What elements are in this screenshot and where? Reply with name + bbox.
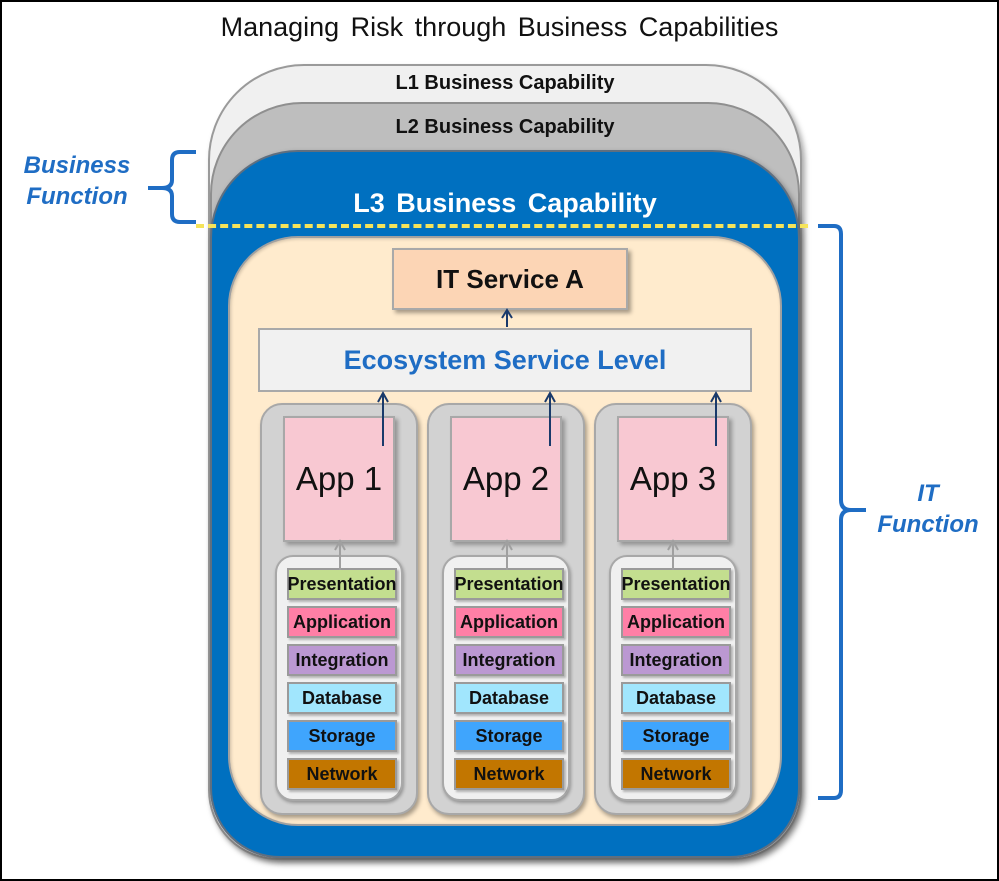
tier-application: Application [454, 606, 564, 638]
app-box: App 3 [617, 416, 729, 542]
app-column: App 2 Presentation Application Integrati… [427, 403, 585, 815]
diagram-title: Managing Risk through Business Capabilit… [220, 12, 779, 42]
tier-presentation: Presentation [454, 568, 564, 600]
tier-application: Application [287, 606, 397, 638]
tier-stack: Presentation Application Integration Dat… [609, 555, 737, 801]
l1-capability-label: L1 Business Capability [395, 72, 615, 94]
app-box: App 2 [450, 416, 562, 542]
tier-integration: Integration [454, 644, 564, 676]
tier-database: Database [454, 682, 564, 714]
tier-integration: Integration [621, 644, 731, 676]
tier-presentation: Presentation [287, 568, 397, 600]
tier-storage: Storage [454, 720, 564, 752]
tier-integration: Integration [287, 644, 397, 676]
business-it-divider [196, 224, 808, 228]
tier-application: Application [621, 606, 731, 638]
tier-network: Network [454, 758, 564, 790]
l3-capability-label: L3 Business Capability [353, 188, 657, 218]
app-column: App 3 Presentation Application Integrati… [594, 403, 752, 815]
tier-network: Network [621, 758, 731, 790]
tier-presentation: Presentation [621, 568, 731, 600]
app-box: App 1 [283, 416, 395, 542]
it-function-label: IT Function [877, 480, 979, 538]
tier-storage: Storage [621, 720, 731, 752]
business-function-label: Business Function [23, 152, 131, 210]
app-column: App 1 Presentation Application Integrati… [260, 403, 418, 815]
tier-storage: Storage [287, 720, 397, 752]
ecosystem-service-level-box: Ecosystem Service Level [258, 328, 752, 392]
tier-stack: Presentation Application Integration Dat… [275, 555, 403, 801]
tier-database: Database [621, 682, 731, 714]
it-service-box: IT Service A [392, 248, 628, 310]
l2-capability-label: L2 Business Capability [395, 116, 615, 138]
tier-network: Network [287, 758, 397, 790]
tier-database: Database [287, 682, 397, 714]
tier-stack: Presentation Application Integration Dat… [442, 555, 570, 801]
